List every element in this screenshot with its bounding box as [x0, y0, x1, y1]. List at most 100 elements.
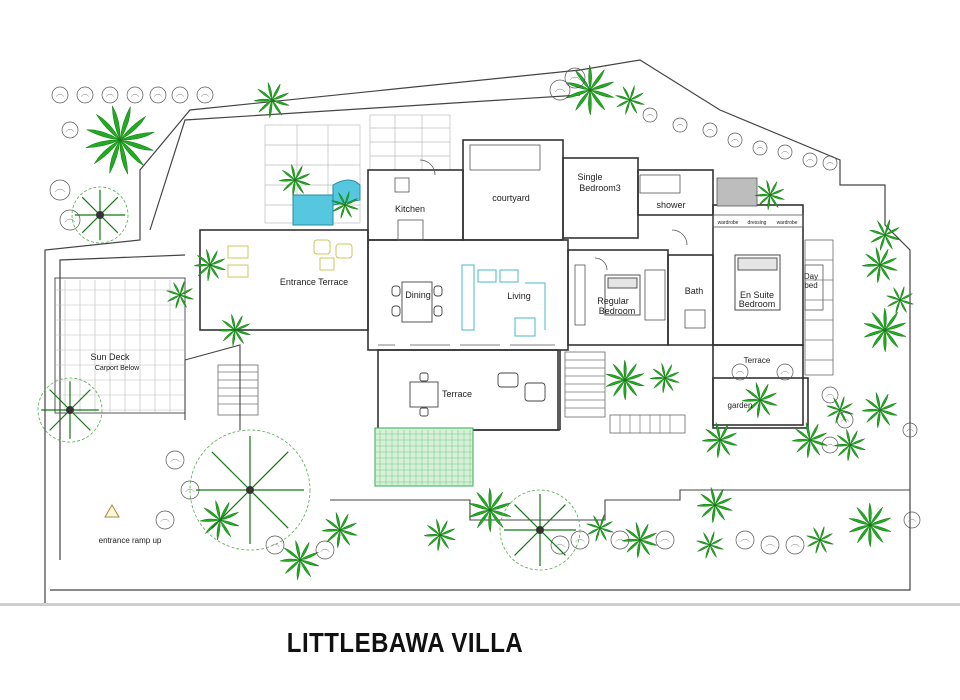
palm-tree-icon	[696, 486, 734, 524]
shower-label: shower	[656, 200, 685, 210]
shrub-icon	[570, 530, 590, 550]
shrub-icon	[59, 209, 81, 231]
lawn	[374, 427, 474, 487]
palm-tree-icon	[321, 511, 359, 549]
shrub-icon	[802, 152, 818, 168]
shrub-icon	[149, 86, 167, 104]
palm-tree-icon	[84, 104, 156, 176]
terrace-main-label: Terrace	[442, 389, 472, 399]
shrub-icon	[727, 132, 743, 148]
shrub-icon	[550, 535, 570, 555]
shrub-icon	[752, 140, 768, 156]
terrace-furniture	[227, 239, 353, 278]
palm-tree-icon	[423, 518, 457, 552]
palm-tree-icon	[885, 285, 915, 315]
single-bedroom-label-2: Bedroom3	[579, 183, 621, 193]
palm-tree-icon	[833, 428, 867, 462]
shrub-icon	[731, 363, 749, 381]
dining-label: Dining	[405, 290, 431, 300]
large-tree-icon	[499, 489, 581, 571]
palm-tree-icon	[614, 84, 646, 116]
sun-deck-label: Sun Deck	[90, 352, 130, 362]
palm-tree-icon	[791, 421, 829, 459]
shrub-icon	[785, 535, 805, 555]
regular-bedroom-label-2: Bedroom	[599, 306, 636, 316]
large-tree-icon	[37, 377, 103, 443]
palm-tree-icon	[754, 179, 786, 211]
palm-tree-icon	[701, 421, 739, 459]
palm-tree-icon	[278, 163, 312, 197]
living-label: Living	[507, 291, 531, 301]
shrub-icon	[836, 411, 854, 429]
palm-tree-icon	[825, 395, 855, 425]
shrub-icon	[776, 363, 794, 381]
shrub-icon	[155, 510, 175, 530]
shrub-icon	[549, 79, 571, 101]
large-tree-icon	[189, 429, 311, 551]
pool	[292, 179, 361, 226]
dining-furniture	[391, 281, 546, 417]
trees	[37, 64, 921, 581]
palm-tree-icon	[861, 391, 899, 429]
site-boundary	[44, 59, 911, 605]
shrub-icon	[822, 155, 838, 171]
ground-line	[0, 603, 960, 606]
palm-tree-icon	[863, 307, 907, 353]
shrub-icon	[777, 144, 793, 160]
shrub-icon	[49, 179, 71, 201]
sun-deck: Sun Deck Carport Below	[54, 277, 186, 414]
palm-tree-icon	[199, 499, 241, 541]
courtyard-label: courtyard	[492, 193, 530, 203]
palm-tree-icon	[330, 190, 360, 220]
single-bedroom-label-1: Single	[577, 172, 602, 182]
entrance-ramp-label: entrance ramp up	[99, 536, 162, 545]
day-bed-label-2: bed	[804, 281, 817, 290]
garden-label: garden	[728, 401, 753, 410]
interior-details	[378, 144, 824, 346]
large-tree-icon	[71, 186, 129, 244]
living-furniture	[461, 264, 546, 337]
shrub-icon	[610, 530, 630, 550]
shrub-icon	[196, 86, 214, 104]
palm-tree-icon	[279, 539, 321, 581]
ramp-triangle-icon	[104, 504, 120, 518]
palm-tree-icon	[165, 280, 195, 310]
plan-title: LITTLEBAWA VILLA	[286, 627, 524, 659]
shrub-icon	[821, 436, 839, 454]
palm-tree-icon	[585, 513, 615, 543]
stairs	[217, 239, 834, 434]
palm-tree-icon	[468, 487, 512, 533]
palm-tree-icon	[193, 248, 227, 282]
shrub-icon	[903, 511, 921, 529]
shrub-icon	[101, 86, 119, 104]
shrub-icon	[735, 530, 755, 550]
palm-tree-icon	[805, 525, 835, 555]
shrub-icon	[902, 422, 918, 438]
beds	[604, 254, 781, 316]
bath-label: Bath	[685, 286, 704, 296]
dressing-label: dressing	[748, 220, 767, 226]
palm-tree-icon	[848, 502, 892, 548]
shrub-icon	[655, 530, 675, 550]
day-bed-label-1: Day	[804, 272, 818, 281]
palm-tree-icon	[604, 359, 646, 401]
shrub-icon	[760, 535, 780, 555]
palm-tree-icon	[741, 381, 779, 419]
shrub-icon	[642, 107, 658, 123]
wardrobe-left-label: wardrobe	[718, 220, 739, 226]
shrub-icon	[564, 67, 586, 89]
palm-tree-icon	[861, 246, 899, 284]
palm-tree-icon	[649, 362, 681, 394]
palm-tree-icon	[695, 530, 725, 560]
shrub-icon	[51, 86, 69, 104]
entrance-terrace-label: Entrance Terrace	[280, 277, 348, 287]
shrub-icon	[821, 386, 839, 404]
kitchen-label: Kitchen	[395, 204, 425, 214]
shrub-icon	[315, 540, 335, 560]
shrub-icon	[61, 121, 79, 139]
palm-tree-icon	[621, 521, 659, 559]
palm-tree-icon	[218, 313, 252, 347]
shrub-icon	[672, 117, 688, 133]
shrub-icon	[171, 86, 189, 104]
